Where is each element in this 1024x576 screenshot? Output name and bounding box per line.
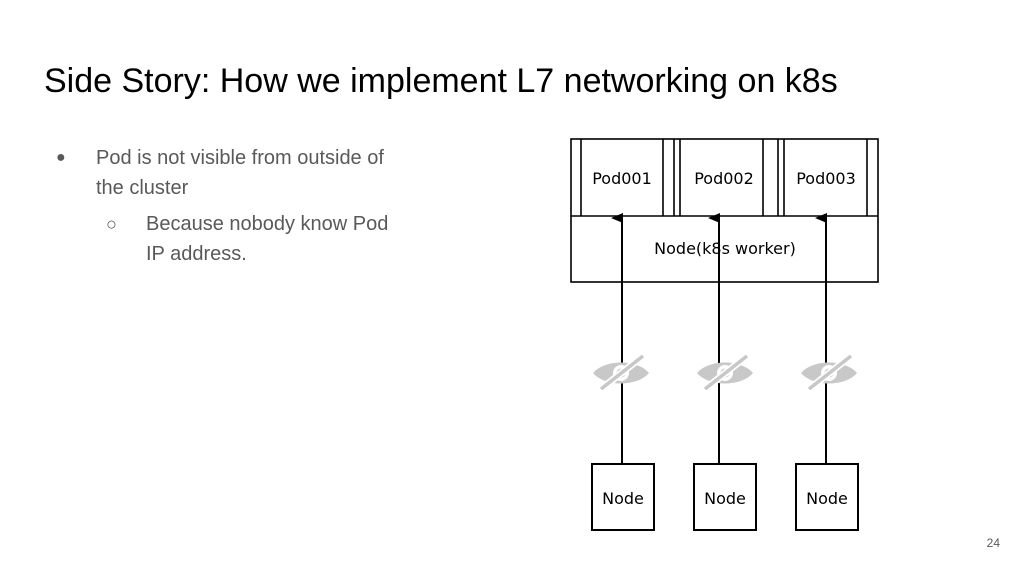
eye-slash-icon	[801, 356, 857, 389]
slide-title: Side Story: How we implement L7 networki…	[44, 62, 838, 100]
external-node-label: Node	[806, 489, 848, 508]
external-node-box	[591, 463, 655, 531]
eye-slash-icon	[697, 356, 753, 389]
sub-bullet-marker: ○	[106, 214, 117, 234]
external-node-box	[693, 463, 757, 531]
page-number: 24	[986, 536, 1000, 550]
pod-label: Pod001	[592, 169, 652, 188]
pod-label: Pod003	[796, 169, 856, 188]
sub-bullet-text-line-2: IP address.	[146, 243, 247, 265]
worker-node-label: Node(k8s worker)	[654, 239, 796, 258]
sub-bullet-text-line-1: Because nobody know Pod	[146, 213, 389, 235]
external-node-box	[795, 463, 859, 531]
external-node-label: Node	[602, 489, 644, 508]
bullet-text-line-2: the cluster	[96, 177, 189, 199]
diagram-svg: Pod001 Pod002 Pod003 Node(k8s worker) No…	[570, 138, 879, 531]
external-node-label: Node	[704, 489, 746, 508]
bullet-item: ● Pod is not visible from outside of the…	[50, 143, 490, 203]
network-diagram: Pod001 Pod002 Pod003 Node(k8s worker) No…	[560, 130, 890, 540]
bullet-text-line-1: Pod is not visible from outside of	[96, 147, 384, 169]
sub-bullet-item: ○ Because nobody know Pod IP address.	[50, 209, 490, 269]
worker-node-frame	[570, 138, 879, 283]
bullet-marker: ●	[56, 149, 66, 166]
pod-label: Pod002	[694, 169, 754, 188]
bullet-list: ● Pod is not visible from outside of the…	[50, 143, 490, 269]
